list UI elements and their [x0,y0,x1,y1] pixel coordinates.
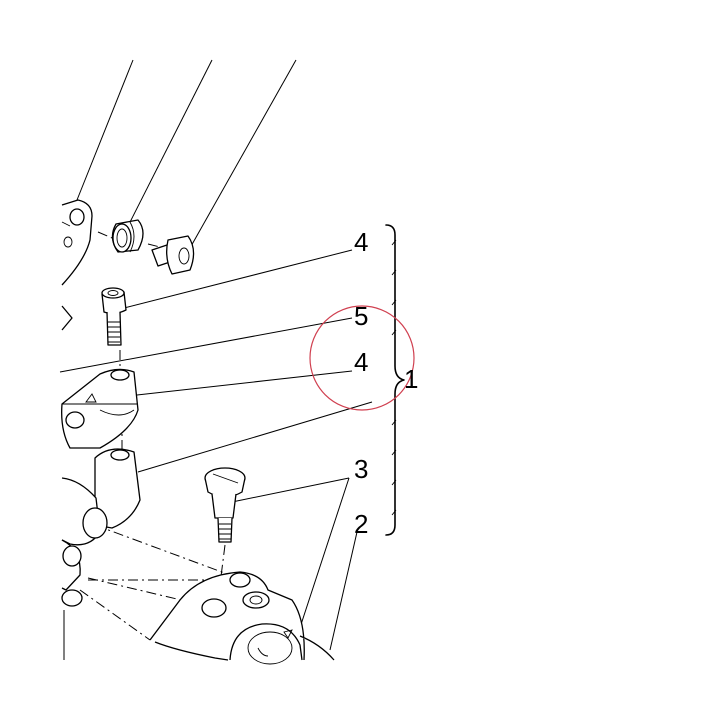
bushing-part [111,219,144,253]
callout-4-mid: 4 [354,347,368,377]
leader-lines [59,59,373,653]
callout-3: 3 [354,454,368,484]
slotted-screw-part [204,467,246,543]
center-lines [79,231,239,641]
main-housing-part [149,571,335,665]
clamp-lower-part [61,448,141,546]
callout-2: 2 [354,509,368,539]
partial-part-left [61,305,73,331]
callout-1: 1 [404,364,418,394]
highlight-circle [309,305,415,411]
bracket-plate-part [61,199,93,286]
clamp-upper-part [61,368,139,449]
callout-5: 5 [354,301,368,331]
shoulder-screw-part [151,235,195,275]
cap-screw-part [101,287,127,346]
assembly-bracket [385,224,405,536]
housing-left-part [61,539,83,660]
callout-labels: 4 5 4 1 3 2 [354,227,418,539]
callout-4-top: 4 [354,227,368,257]
